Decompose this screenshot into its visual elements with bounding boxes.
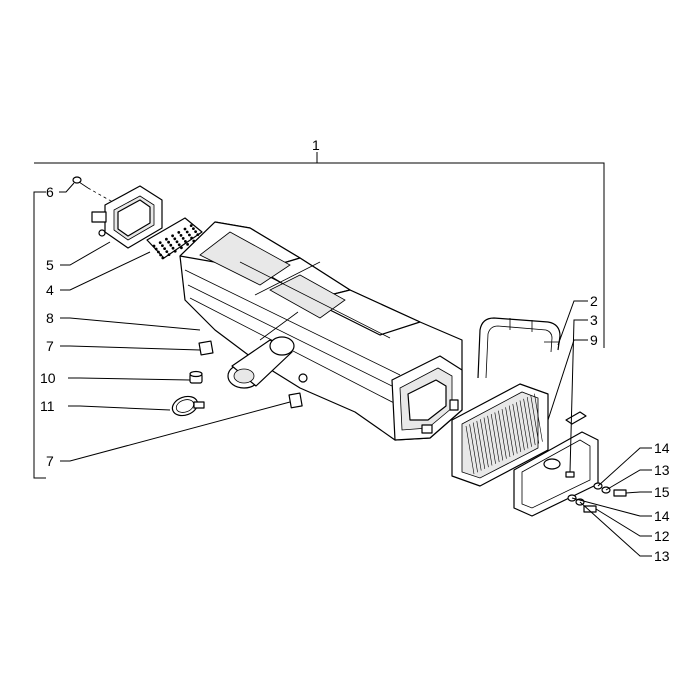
filter-pleat [469,424,478,473]
mesh-hole [173,249,177,253]
callout-6: 6 [46,184,54,200]
callout-11: 11 [40,398,55,414]
mesh-hole [159,253,163,257]
callout-5: 5 [46,257,54,273]
mesh-hole [190,236,194,240]
filter-pleat [505,407,514,456]
callout-12: 12 [654,528,670,544]
callout-4: 4 [46,282,54,298]
screw-part-6 [72,176,119,206]
filter-pleat [487,415,496,464]
mesh-hole [177,231,181,234]
filter-pleat [483,417,493,466]
mesh-screen-part-4 [146,217,203,260]
mesh-hole [173,237,177,241]
mesh-hole [175,240,179,244]
callout-7-upper: 7 [46,338,54,354]
callout-3: 3 [590,312,598,328]
clip-part-7 [288,392,303,409]
callout-2: 2 [590,293,598,309]
mesh-hole [161,244,164,248]
leader-lines [59,182,652,557]
bolt-part-15 [613,489,627,497]
mesh-hole [188,233,191,237]
mesh-pattern [152,224,202,260]
mesh-hole [180,246,183,250]
mesh-hole [177,243,181,247]
callout-14-lower: 14 [654,508,670,524]
filter-pleat [523,398,532,447]
mesh-hole [157,250,160,254]
mesh-hole [161,256,165,260]
filter-pleats [465,393,543,475]
callout-7-lower: 7 [46,453,54,469]
filter-pleat [476,420,486,469]
assembly-bracket [33,152,605,479]
mesh-hole [184,240,187,243]
callout-9: 9 [590,332,598,348]
callout-13-lower: 13 [654,548,670,564]
mesh-hole [152,244,156,248]
filter-pleat [494,412,504,461]
filter-element-part-9 [451,383,549,487]
mesh-hole [192,227,195,231]
mesh-hole [171,234,175,238]
mesh-hole [181,237,185,240]
intake-flap-housing-part-5 [91,185,163,249]
mesh-hole [163,247,167,251]
clip-part-8 [198,340,214,356]
air-box-housing [179,221,463,441]
hose-clamp-part-11 [171,395,205,417]
bent-tube-part-2 [477,317,561,379]
filter-pleat [490,414,500,463]
callout-14-upper: 14 [654,440,670,456]
filter-pleat [519,400,529,449]
stud-part-3 [565,471,575,478]
mesh-hole [154,247,158,251]
filter-pleat [516,402,525,451]
mesh-hole [167,240,171,244]
callout-10: 10 [40,370,56,386]
mesh-hole [189,224,193,228]
callout-13-upper: 13 [654,462,670,478]
filter-pleat [508,405,518,454]
filter-pleat [472,422,482,471]
callout-1: 1 [312,137,320,153]
callout-15: 15 [654,484,670,500]
mesh-hole [185,230,189,234]
mesh-hole [183,227,187,231]
mesh-hole [165,250,169,254]
filter-pleat [501,408,511,458]
filter-pleat [530,395,540,444]
mesh-hole [169,243,173,247]
mesh-hole [186,243,190,246]
mesh-hole [167,253,171,256]
mesh-hole [196,233,200,237]
filter-pleat [465,425,475,475]
filter-pleat [534,393,543,442]
plug-part-10 [189,370,203,384]
filter-pleat [526,397,536,446]
mesh-hole [165,237,168,241]
callout-labels: 1 6 5 4 8 7 10 11 7 2 3 9 14 13 15 14 12… [40,137,670,564]
mesh-hole [171,246,175,250]
mesh-hole [158,241,162,245]
callout-8: 8 [46,310,54,326]
filter-pleat [480,419,489,468]
filter-pleat [512,403,522,452]
mesh-hole [194,230,198,234]
mesh-hole [179,234,183,237]
filter-pleat [498,410,507,459]
